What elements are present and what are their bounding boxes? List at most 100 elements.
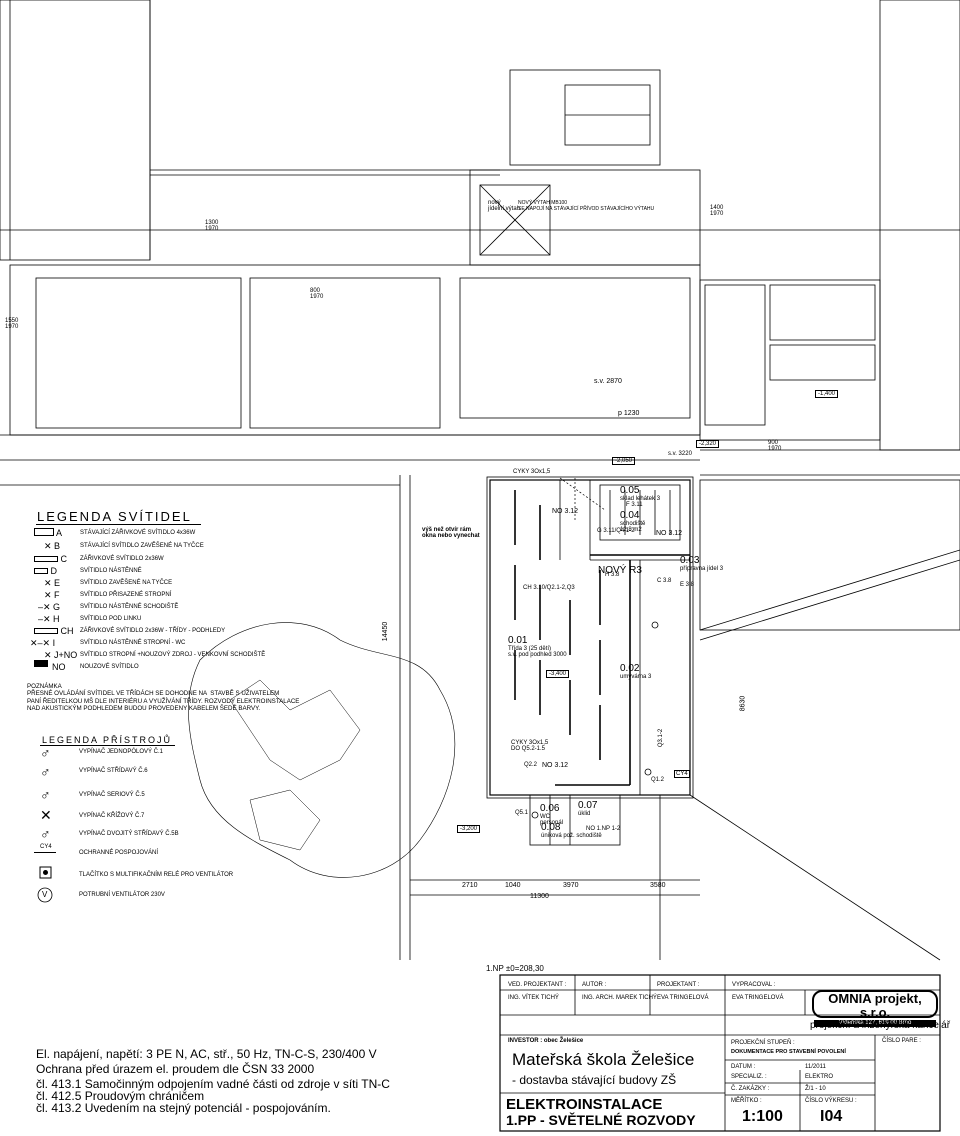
room-code: 0.04 xyxy=(620,510,640,521)
tag-no-np: NO 1.NP 1-2 xyxy=(586,826,621,832)
room-name: schodiště 12,8 m2 xyxy=(620,521,646,533)
device-label-7: TLAČÍTKO S MULTIFIKAČNÍM RELÉ PRO VENTIL… xyxy=(79,872,234,878)
room-0-03: 0.03 přípravna jídel 3 xyxy=(680,555,723,572)
sv-2870-label: s.v. 2870 xyxy=(594,378,622,385)
dim-14450: 14450 xyxy=(382,621,390,642)
room-code: 0.02 xyxy=(620,663,640,674)
door-dim-4: 900 1970 xyxy=(768,440,782,452)
room-name: úniková pož. schodiště xyxy=(541,833,602,839)
tag-c: C 3.8 xyxy=(657,578,672,584)
room-name: sklad lehátek 3 xyxy=(620,496,661,502)
dim-1040: 1040 xyxy=(505,882,521,889)
door-dim-2: 1550 1970 xyxy=(5,318,19,330)
level-m3200: -3,200 xyxy=(457,825,481,833)
tag-no-3: NO 3.12 xyxy=(542,762,569,769)
room-0-05: 0.05 sklad lehátek 3 xyxy=(620,485,660,502)
room-code: 0.01 xyxy=(508,635,528,646)
legend-sym-g: –✕ G xyxy=(38,602,61,612)
cy4-line xyxy=(34,852,56,853)
tb-date: 11/2011 xyxy=(805,1064,826,1070)
legend-lights-underline xyxy=(36,524,201,525)
level-m2050: -2,050 xyxy=(612,457,636,465)
room-code: 0.05 xyxy=(620,485,640,496)
dim-8630: 8630 xyxy=(739,695,747,712)
legend-label-g: SVÍTIDLO NÁSTĚNNÉ SCHODIŠTĚ xyxy=(80,604,179,610)
tb-drawing-title: 1.PP - SVĚTELNÉ ROZVODY xyxy=(506,1112,696,1128)
legend-label-b: STÁVAJÍCÍ SVÍTIDLO ZAVĚŠENÉ NA TYČCE xyxy=(80,543,204,549)
company-logo: OMNIA projekt, s.r.o. Vídeňská 127, 619 … xyxy=(812,990,938,1027)
room-name: Třída 3 (25 dětí) s.v. pod podhled 3000 xyxy=(508,646,567,658)
legend-sym-c: C xyxy=(34,554,67,564)
tb-special-label: SPECIALIZ. : xyxy=(731,1074,767,1080)
tag-ch: CH 3.10/Q2.1-2,Q3 xyxy=(523,585,575,591)
room-0-07: 0.07 úklid xyxy=(578,800,597,817)
spec-line-2: Ochrana před úrazem el. proudem dle ČSN … xyxy=(36,1062,315,1076)
level-label: 1.NP ±0=208,30 xyxy=(486,964,544,973)
legend-sym-f: ✕ F xyxy=(44,590,60,600)
dim-11300: 11300 xyxy=(530,893,549,900)
room-name: úklid xyxy=(578,811,591,817)
tb-ved-projektant-label: VED. PROJEKTANT : xyxy=(508,982,567,988)
lift-label: nový jídelní výtah xyxy=(488,200,521,212)
device-label-4: VYPÍNAČ KŘÍŽOVÝ Č.7 xyxy=(79,813,145,819)
room-code: 0.06 xyxy=(540,803,560,814)
tb-stage-label: PROJEKČNÍ STUPEŇ : xyxy=(731,1040,795,1046)
legend-label-no: NOUZOVÉ SVÍTIDLO xyxy=(80,664,139,670)
tb-projektant-label: PROJEKTANT : xyxy=(657,982,700,988)
sv-3220-label: s.v. 3220 xyxy=(668,451,692,457)
tb-autor: ING. ARCH. MAREK TICHÝ xyxy=(582,995,657,1001)
device-label-2: VYPÍNAČ STŘÍDAVÝ Č.6 xyxy=(79,768,148,774)
dim-2710: 2710 xyxy=(462,882,478,889)
legend-label-c: ZÁŘIVKOVÉ SVÍTIDLO 2x36W xyxy=(80,556,164,562)
legend-sym-ch: CH xyxy=(34,626,74,636)
room-name: WC personál xyxy=(540,814,564,826)
legend-label-ch: ZÁŘIVKOVÉ SVÍTIDLO 2x36W - TŘÍDY - PODHL… xyxy=(80,628,226,634)
legend-sym-e: ✕ E xyxy=(44,578,61,588)
tb-project-sub: - dostavba stávající budovy ZŠ xyxy=(512,1073,677,1087)
door-dim-1: 1300 1970 xyxy=(205,220,219,232)
tb-autor-label: AUTOR : xyxy=(582,982,607,988)
legend-devices-underline xyxy=(40,745,175,746)
tb-drawing-no: I04 xyxy=(820,1108,843,1125)
tb-parent-no-label: ČÍSLO PARE : xyxy=(882,1038,921,1044)
device-label-1: VYPÍNAČ JEDNOPÓLOVÝ Č.1 xyxy=(79,749,164,755)
device-label-6: OCHRANNÉ POSPOJOVÁNÍ xyxy=(79,850,159,856)
tb-vypracoval: EVA TRINGELOVÁ xyxy=(732,995,784,1001)
ventilator-icon: V xyxy=(42,890,48,899)
tag-h: H 3.8 xyxy=(605,572,620,578)
room-0-08: 0.08 úniková pož. schodiště xyxy=(541,822,602,839)
dim-3580: 3580 xyxy=(650,882,666,889)
cable-bottom: CYKY 3Ox1,5 DO Q5.2-1.5 xyxy=(511,740,549,752)
dim-3970: 3970 xyxy=(563,882,579,889)
legend-sym-i: ✕–✕ I xyxy=(30,638,56,648)
legend-label-i: SVÍTIDLO NÁSTĚNNÉ STROPNÍ - WC xyxy=(80,640,186,646)
room-code: 0.07 xyxy=(578,800,598,811)
tb-scale-label: MĚŘÍTKO : xyxy=(731,1098,762,1104)
tb-profession: ELEKTROINSTALACE xyxy=(506,1096,663,1113)
switch-5b-icon: ♂ xyxy=(40,826,51,842)
spec-line-3: čl. 413.1 Samočinným odpojením vadné čás… xyxy=(36,1077,390,1091)
tb-special: ELEKTRO xyxy=(805,1074,834,1080)
legend-devices-title: LEGENDA PŘÍSTROJŮ xyxy=(42,735,173,745)
legend-sym-j: ✕ J+NO xyxy=(44,650,78,660)
tag-q51: Q5.1 xyxy=(515,810,529,816)
room-0-02: 0.02 umývárna 3 xyxy=(620,663,651,680)
p-1230-label: p 1230 xyxy=(618,410,640,417)
room-code: 0.03 xyxy=(680,555,700,566)
tb-zakazky: Ž/1 - 10 xyxy=(805,1086,826,1092)
tag-q22: Q2.2 xyxy=(524,762,538,768)
legend-sym-h: –✕ H xyxy=(38,614,60,624)
room-name: přípravna jídel 3 xyxy=(680,566,724,572)
spec-line-1: El. napájení, napětí: 3 PE N, AC, stř., … xyxy=(36,1047,377,1061)
window-note: výš než otvír rám okna nebo vynechat xyxy=(422,527,480,539)
legend-sym-no: NO xyxy=(52,662,66,672)
legend-sym-a: A xyxy=(34,528,62,538)
tag-q31: Q3.1-2 xyxy=(658,728,665,748)
tag-f: F 3.11 xyxy=(626,502,643,508)
device-label-8: POTRUBNÍ VENTILÁTOR 230V xyxy=(79,892,165,898)
legend-sym-b: ✕ B xyxy=(44,541,61,551)
door-dim-5: 1400 1970 xyxy=(710,205,724,217)
spec-line-5: čl. 413.2 Uvedením na stejný potenciál -… xyxy=(36,1101,331,1115)
novy-r3-label: NOVÝ R3 xyxy=(598,565,642,576)
